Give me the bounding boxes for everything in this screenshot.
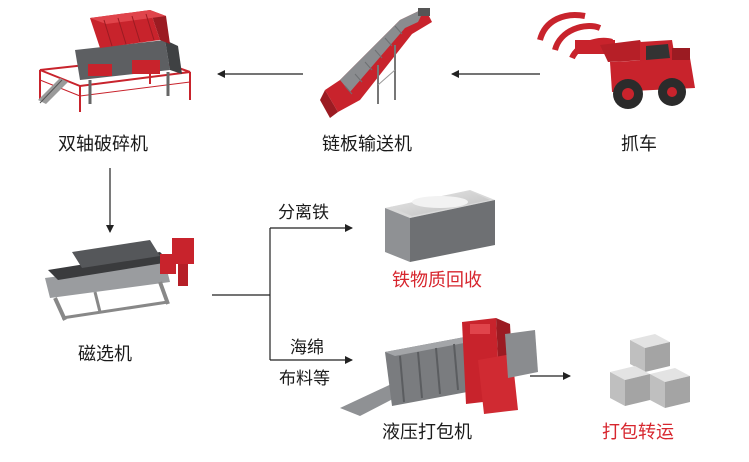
- grab-loader-icon: [537, 12, 695, 109]
- label-loader: 抓车: [621, 134, 657, 155]
- label-sponge-line1: 海绵: [290, 338, 324, 358]
- label-baler: 液压打包机: [382, 422, 472, 443]
- label-iron-recovery: 铁物质回收: [392, 270, 482, 291]
- label-conveyor: 链板输送机: [322, 134, 412, 155]
- shredder-machine-icon: [38, 10, 191, 112]
- label-magnetic: 磁选机: [78, 344, 132, 365]
- label-sponge-line2: 布料等: [279, 369, 330, 389]
- chain-conveyor-icon: [320, 8, 432, 118]
- hydraulic-baler-icon: [340, 318, 538, 416]
- label-shredder: 双轴破碎机: [58, 134, 148, 155]
- label-bale-transport: 打包转运: [602, 422, 674, 443]
- flow-arrows: [106, 70, 571, 380]
- bales-stack-icon: [610, 334, 690, 408]
- label-separate-iron: 分离铁: [278, 203, 329, 223]
- magnetic-separator-icon: [45, 238, 194, 321]
- iron-bin-icon: [385, 190, 495, 262]
